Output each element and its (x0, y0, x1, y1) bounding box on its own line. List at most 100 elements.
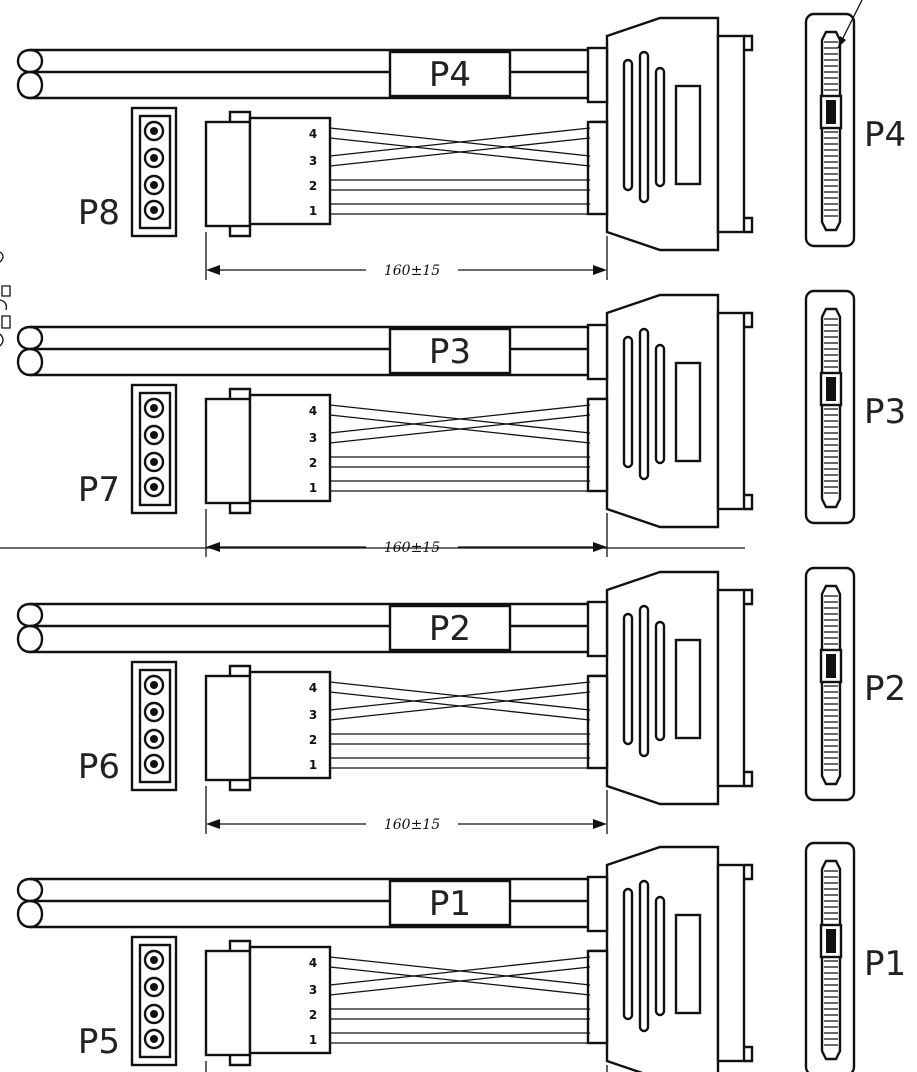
molex-pin (150, 735, 158, 743)
pin-number: 4 (309, 681, 317, 695)
molex-pin-hole (143, 949, 165, 971)
leader-arrow (838, 36, 846, 48)
cable-break-symbol (16, 48, 44, 100)
molex-label: P7 (78, 470, 120, 510)
pin-number: 3 (309, 154, 317, 168)
end-view-key-fill (826, 377, 836, 401)
molex-pin-hole (143, 1003, 165, 1025)
molex-pin-hole (143, 476, 165, 498)
end-view-key-fill (826, 654, 836, 678)
connector-body (605, 293, 720, 529)
end-view-label: P2 (864, 669, 906, 709)
cable-label: P4 (429, 55, 471, 95)
cable-group: P1P54321160±15P1 (16, 841, 906, 1072)
molex-pin-hole (143, 424, 165, 446)
connector-latches (744, 588, 754, 788)
connector-rib (638, 327, 650, 481)
connector-lower-boot (586, 397, 609, 493)
pin-number: 1 (309, 758, 317, 772)
connector-window (674, 361, 702, 463)
connector-rib (638, 50, 650, 204)
connector-body (605, 16, 720, 252)
pin-number: 1 (309, 204, 317, 218)
connector-window (674, 913, 702, 1015)
cable-label-box (388, 50, 512, 98)
connector-upper-boot (586, 600, 609, 658)
connector-rib (654, 895, 666, 1017)
dimension-extension-lines (205, 232, 608, 280)
connector-rib (654, 620, 666, 742)
molex-pin (150, 127, 158, 135)
pin-number: 3 (309, 431, 317, 445)
connector-lower-boot (586, 949, 609, 1045)
molex-housing (248, 670, 332, 780)
end-view-label: P4 (864, 115, 906, 155)
connector-shroud (716, 34, 746, 234)
molex-pin-hole (143, 976, 165, 998)
connector-rib (622, 58, 634, 192)
pin-number: 2 (309, 179, 317, 193)
cable-break-symbol (16, 602, 44, 654)
connector-rib (622, 887, 634, 1021)
molex-face-inner (138, 391, 172, 507)
pin-number: 4 (309, 404, 317, 418)
dimension-value: 160±15 (384, 263, 440, 279)
molex-pin (150, 1035, 158, 1043)
molex-pin (150, 206, 158, 214)
molex-pin (150, 956, 158, 964)
molex-pin-hole (143, 174, 165, 196)
connector-rib (638, 604, 650, 758)
end-view-connector (820, 307, 842, 509)
molex-pin-hole (143, 199, 165, 221)
molex-pin (150, 1010, 158, 1018)
molex-body (204, 120, 252, 228)
dimension-extension-lines (205, 786, 608, 834)
pin-number: 1 (309, 1033, 317, 1047)
molex-pin (150, 681, 158, 689)
cable-label: P1 (429, 884, 471, 924)
pin-number: 4 (309, 127, 317, 141)
molex-pin-hole (143, 451, 165, 473)
molex-pin (150, 404, 158, 412)
connector-shroud (716, 588, 746, 788)
cable-label-box (388, 879, 512, 927)
pin-number: 3 (309, 983, 317, 997)
connector-shroud (716, 311, 746, 511)
pin-number: 2 (309, 456, 317, 470)
molex-pin-hole (143, 1028, 165, 1050)
connector-window (674, 638, 702, 740)
molex-body (204, 674, 252, 782)
end-view-connector (820, 859, 842, 1061)
cable-label: P3 (429, 332, 471, 372)
end-view-connector (820, 30, 842, 232)
molex-pin-hole (143, 701, 165, 723)
molex-body (204, 949, 252, 1057)
connector-latches (744, 34, 754, 234)
straight-wires (330, 1008, 590, 1044)
connector-lower-boot (586, 674, 609, 770)
molex-pin (150, 154, 158, 162)
molex-pin-hole (143, 147, 165, 169)
molex-pin (150, 431, 158, 439)
connector-body (605, 570, 720, 806)
molex-body (204, 397, 252, 505)
cable-break-symbol (16, 325, 44, 377)
crossed-wires (329, 404, 591, 444)
cropped-note-glyphs (0, 251, 11, 347)
molex-pin-hole (143, 120, 165, 142)
molex-pin-hole (143, 728, 165, 750)
pin-number: 1 (309, 481, 317, 495)
connector-rib (622, 612, 634, 746)
cable-break-symbol (16, 877, 44, 929)
molex-pin-hole (143, 397, 165, 419)
molex-housing (248, 945, 332, 1055)
dimension-value: 160±15 (384, 817, 440, 833)
end-view-outline (804, 841, 856, 1072)
end-view-key-fill (826, 100, 836, 124)
end-view-outline (804, 12, 856, 248)
connector-rib (638, 879, 650, 1033)
